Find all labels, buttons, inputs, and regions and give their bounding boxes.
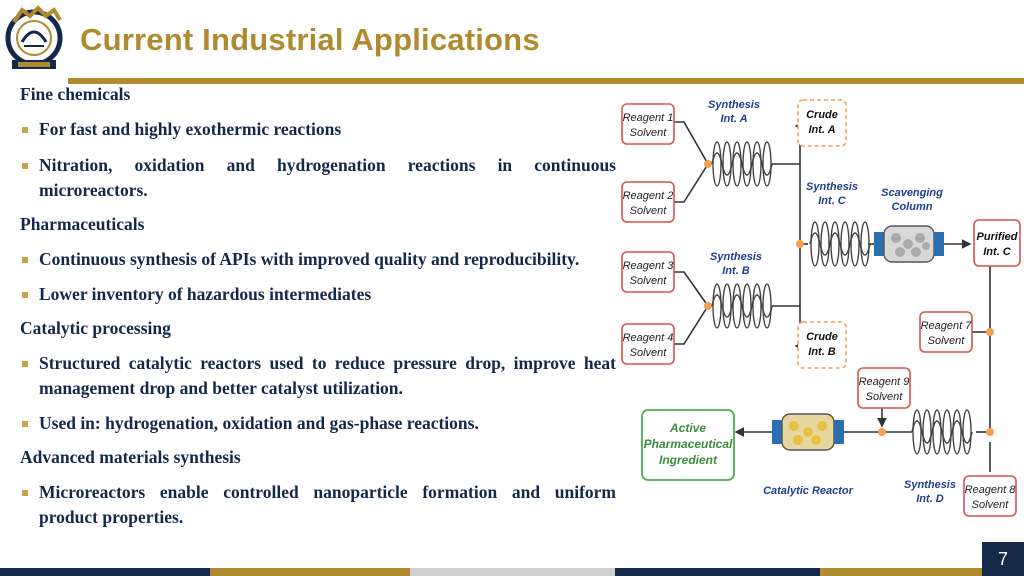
crude-b-sub: Int. B (808, 346, 836, 358)
reagent8-solvent: Solvent (972, 499, 1010, 511)
bullet-content: Fine chemicals For fast and highly exoth… (20, 82, 616, 530)
crude-a-label: Crude (806, 109, 838, 121)
reagent3-solvent: Solvent (630, 275, 668, 287)
bullet-item: Continuous synthesis of APIs with improv… (20, 247, 616, 272)
title-underline (68, 78, 1024, 84)
reagent9-label: Reagent 9 (859, 376, 910, 388)
bullet-item: Lower inventory of hazardous intermediat… (20, 282, 616, 307)
api-label-2: Pharmaceutical (644, 437, 733, 451)
synthesis-a-label: Synthesis (708, 99, 760, 111)
page-title: Current Industrial Applications (80, 22, 540, 57)
scavenging-label: Scavenging (881, 187, 943, 199)
reagent7-solvent: Solvent (928, 335, 966, 347)
bullet-item: For fast and highly exothermic reactions (20, 117, 616, 142)
crude-a-sub: Int. A (808, 124, 835, 136)
reagent2-solvent: Solvent (630, 205, 668, 217)
university-logo (4, 2, 68, 76)
section-heading: Fine chemicals (20, 84, 131, 104)
synthesis-c-sub: Int. C (818, 195, 847, 207)
reagent2-label: Reagent 2 (623, 190, 674, 202)
purified-sub: Int. C (983, 246, 1012, 258)
catalytic-reactor-shape (772, 413, 844, 451)
reagent3-label: Reagent 3 (623, 260, 675, 272)
bullet-item: Used in: hydrogenation, oxidation and ga… (20, 411, 616, 436)
scavenging-sub: Column (892, 201, 933, 213)
crude-b-label: Crude (806, 331, 838, 343)
purified-label: Purified (977, 231, 1018, 243)
reagent8-label: Reagent 8 (965, 484, 1017, 496)
reagent4-solvent: Solvent (630, 347, 668, 359)
page-number: 7 (982, 542, 1024, 576)
section-heading: Pharmaceuticals (20, 214, 145, 234)
synthesis-b-sub: Int. B (722, 265, 750, 277)
synthesis-d-sub: Int. D (916, 493, 944, 505)
api-label-3: Ingredient (659, 453, 718, 467)
synthesis-b-label: Synthesis (710, 251, 762, 263)
bullet-item: Structured catalytic reactors used to re… (20, 351, 616, 401)
reagent1-solvent: Solvent (630, 127, 668, 139)
scavenging-column-shape (874, 225, 944, 263)
catalytic-reactor-label: Catalytic Reactor (763, 485, 854, 497)
section-heading: Catalytic processing (20, 318, 171, 338)
bullet-item: Microreactors enable controlled nanopart… (20, 480, 616, 530)
synthesis-d-label: Synthesis (904, 479, 956, 491)
synthesis-a-sub: Int. A (720, 113, 747, 125)
reagent1-label: Reagent 1 (623, 112, 674, 124)
reagent7-label: Reagent 7 (921, 320, 973, 332)
api-label-1: Active (669, 421, 706, 435)
continuous-flow-diagram: Reagent 1 Solvent Reagent 2 Solvent Reag… (612, 92, 1024, 522)
synthesis-c-label: Synthesis (806, 181, 858, 193)
reagent4-label: Reagent 4 (623, 332, 674, 344)
reagent9-solvent: Solvent (866, 391, 904, 403)
bullet-item: Nitration, oxidation and hydrogenation r… (20, 153, 616, 203)
footer-bar (0, 568, 1024, 576)
section-heading: Advanced materials synthesis (20, 447, 241, 467)
